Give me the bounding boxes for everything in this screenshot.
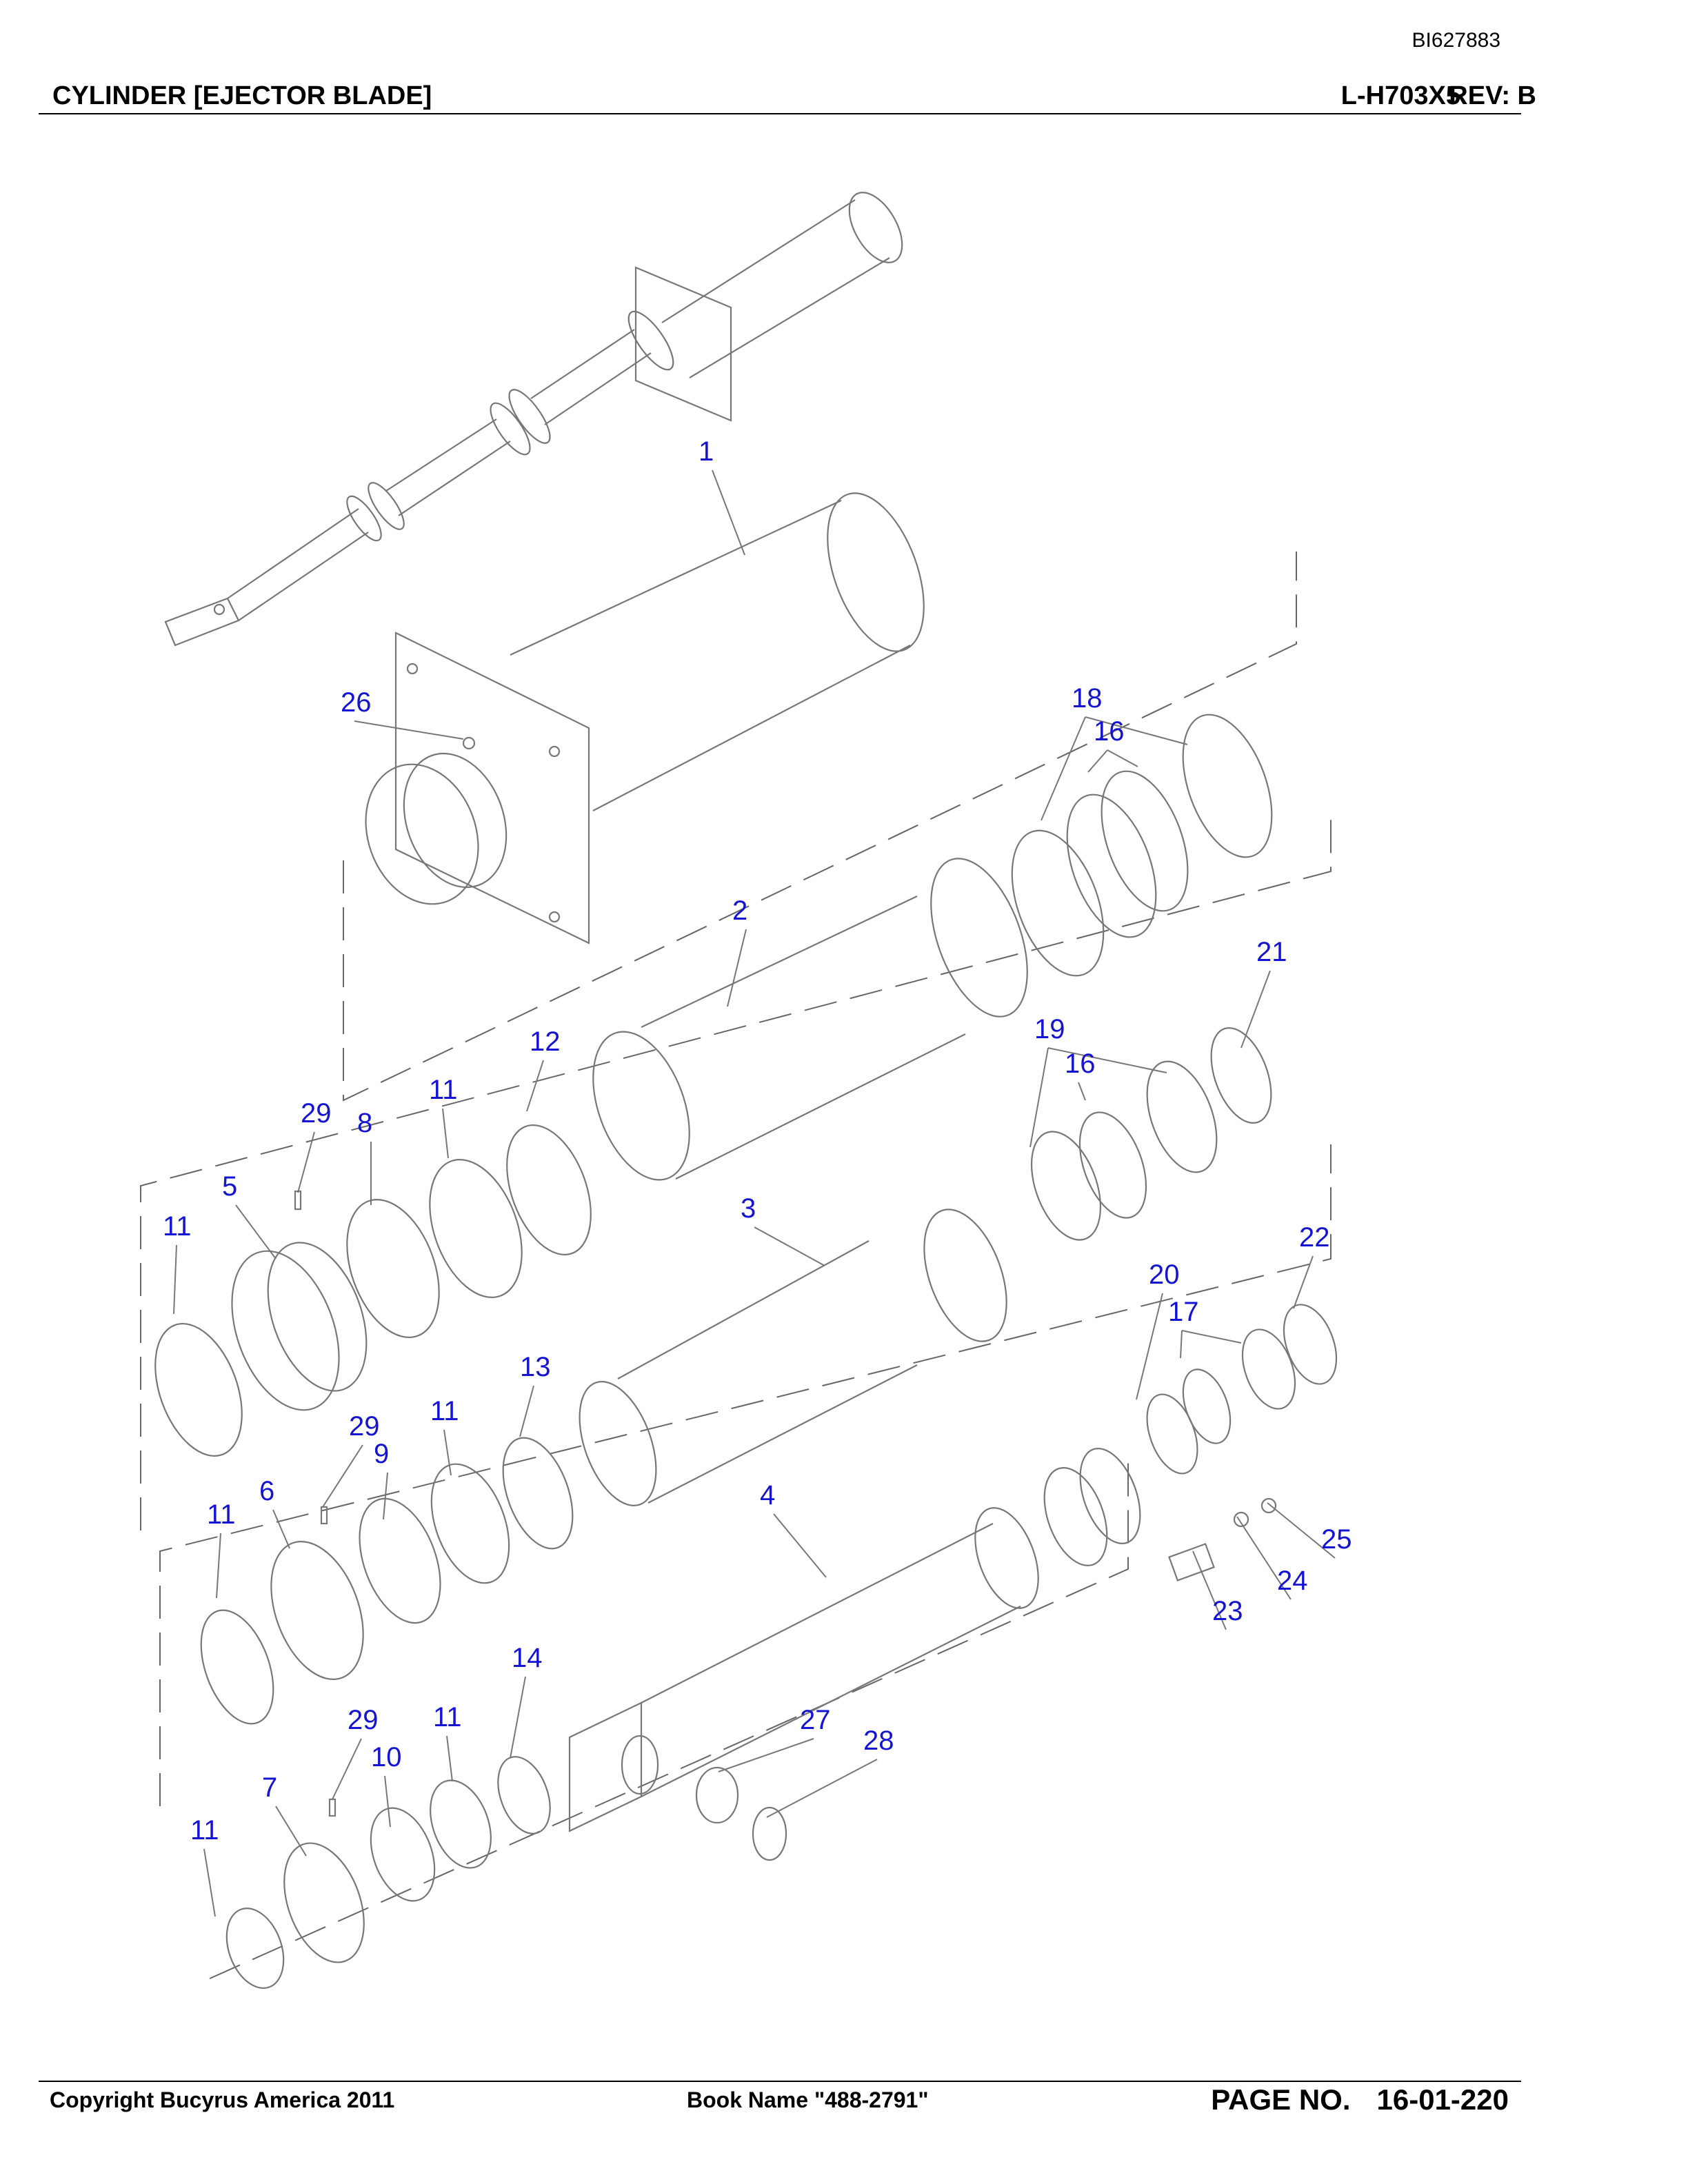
header-rule (39, 113, 1521, 114)
leader-line (519, 1385, 534, 1437)
callout-18: 18 (1072, 683, 1103, 714)
leader-line (1293, 1255, 1314, 1309)
callout-23: 23 (1212, 1596, 1243, 1626)
callout-1: 1 (699, 436, 714, 467)
callout-3: 3 (741, 1193, 756, 1224)
leader-line (446, 1735, 453, 1782)
callout-29: 29 (349, 1411, 380, 1442)
page-title: CYLINDER [EJECTOR BLADE] (52, 81, 432, 110)
callout-4: 4 (760, 1480, 775, 1510)
callout-26: 26 (341, 687, 372, 718)
leader-line (766, 1759, 878, 1818)
leader-line (1085, 716, 1188, 745)
leader-line (275, 1806, 307, 1857)
piston-rod-assembly (164, 192, 903, 647)
callout-13: 13 (520, 1352, 551, 1382)
leader-line (1047, 1047, 1167, 1073)
document-id: BI627883 (1411, 29, 1500, 52)
callout-25: 25 (1321, 1524, 1352, 1555)
cylinder-barrel (365, 492, 925, 944)
copyright-text: Copyright Bucyrus America 2011 (50, 2087, 395, 2112)
callout-6: 6 (259, 1476, 274, 1506)
leader-line (773, 1513, 827, 1578)
callout-21: 21 (1256, 937, 1287, 967)
leader-line (235, 1204, 277, 1260)
callout-7: 7 (262, 1772, 277, 1803)
callout-19: 19 (1034, 1014, 1065, 1044)
leader-line (443, 1429, 452, 1476)
callout-2: 2 (732, 896, 747, 926)
callout-28: 28 (863, 1726, 894, 1756)
leader-line (712, 469, 745, 556)
callout-20: 20 (1149, 1260, 1180, 1290)
page-number: 16-01-220 (1376, 2083, 1509, 2116)
page-number-block: PAGE NO. 16-01-220 (1211, 2083, 1509, 2116)
leader-line (1181, 1330, 1242, 1344)
callout-17: 17 (1168, 1297, 1199, 1327)
callout-10: 10 (371, 1742, 402, 1772)
leader-line (1192, 1550, 1227, 1630)
callout-24: 24 (1277, 1566, 1308, 1596)
leader-line (1029, 1047, 1049, 1148)
leader-line (1078, 1082, 1086, 1101)
leader-line (510, 1676, 526, 1759)
callout-27: 27 (800, 1705, 831, 1735)
leader-line (526, 1060, 544, 1112)
callout-11: 11 (190, 1815, 219, 1846)
callout-11: 11 (207, 1499, 236, 1530)
callout-9: 9 (374, 1439, 389, 1469)
leader-line (1136, 1293, 1163, 1400)
leader-line (297, 1131, 315, 1193)
footer-rule (39, 2081, 1521, 2082)
leader-line (173, 1244, 177, 1315)
leader-line (442, 1108, 449, 1159)
callout-11: 11 (430, 1396, 459, 1426)
leader-line (1041, 716, 1086, 821)
leader-line (718, 1738, 814, 1772)
callout-22: 22 (1299, 1222, 1330, 1253)
part-reference: L-H703X5 (1340, 81, 1460, 110)
book-name: Book Name "488-2791" (687, 2087, 929, 2112)
leader-line (1240, 970, 1271, 1049)
stage-4-rod (225, 1304, 1338, 1989)
revision: REV: B (1449, 81, 1536, 110)
callout-16: 16 (1065, 1049, 1096, 1079)
callout-5: 5 (222, 1171, 237, 1202)
page-number-label: PAGE NO. (1211, 2083, 1351, 2116)
callout-11: 11 (163, 1211, 192, 1242)
callout-11: 11 (433, 1702, 462, 1732)
stage-2-tube (154, 714, 1273, 1457)
leader-line (203, 1848, 216, 1917)
leader-line (1107, 749, 1138, 767)
leader-line (754, 1226, 825, 1266)
leader-line (354, 720, 464, 740)
leader-line (322, 1444, 363, 1508)
leader-line (1236, 1516, 1292, 1600)
leader-line (383, 1472, 388, 1520)
callout-29: 29 (301, 1098, 332, 1129)
leader-line (1180, 1330, 1183, 1359)
callout-11: 11 (429, 1075, 458, 1105)
callout-29: 29 (348, 1705, 379, 1735)
leader-line (332, 1738, 362, 1800)
stage-3-tube (200, 1027, 1272, 1725)
callout-8: 8 (357, 1108, 372, 1138)
leader-line (1267, 1502, 1336, 1559)
leader-line (272, 1509, 290, 1549)
leader-line (384, 1775, 391, 1828)
leader-line (1087, 749, 1108, 773)
callout-14: 14 (512, 1643, 543, 1673)
leader-line (216, 1533, 221, 1599)
callout-16: 16 (1094, 716, 1125, 747)
leader-line (727, 929, 747, 1007)
callout-12: 12 (530, 1027, 561, 1057)
